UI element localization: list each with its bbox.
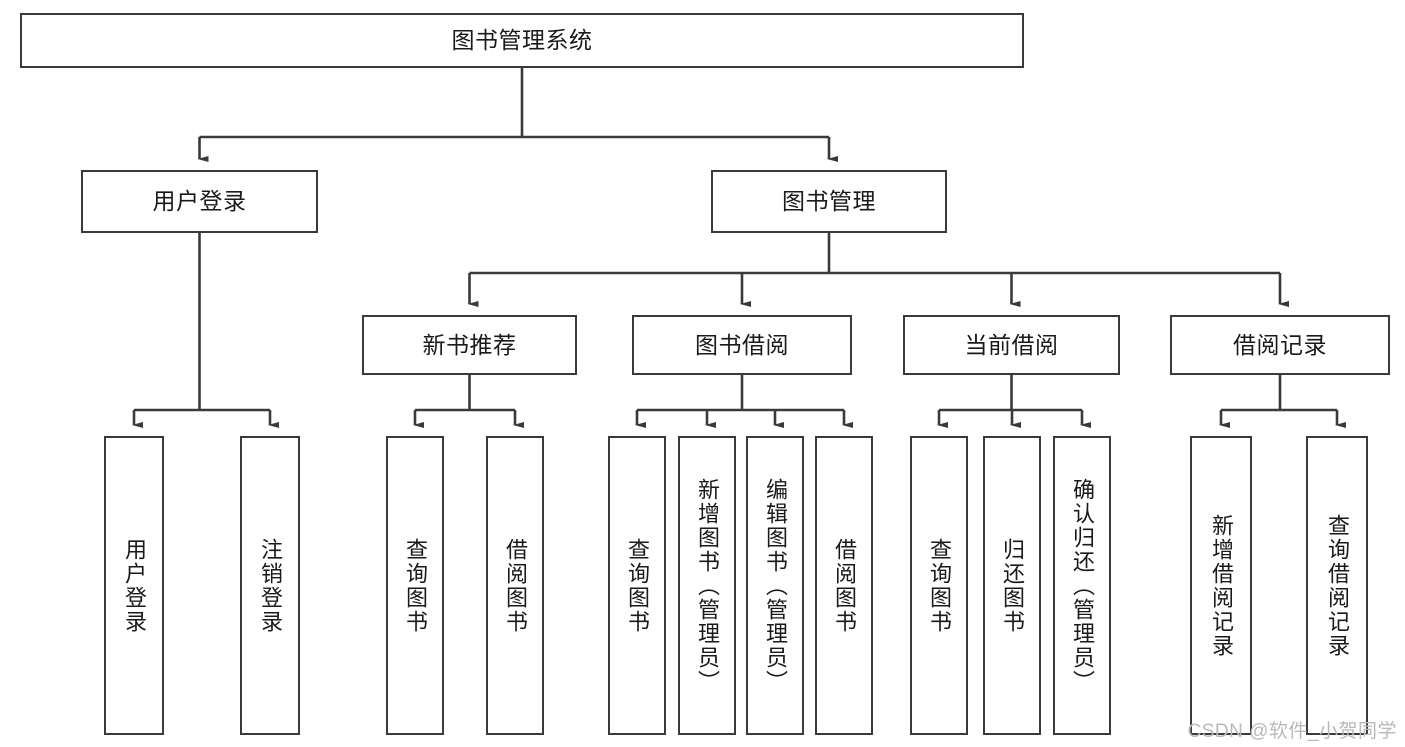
node-label-leaf-add-record: 新增借阅记录 [1208, 513, 1234, 658]
node-root[interactable]: 图书管理系统 [20, 13, 1024, 68]
node-new-book-recommend[interactable]: 新书推荐 [362, 315, 577, 375]
node-leaf-confirm-return[interactable]: 确认归还（管理员） [1053, 436, 1111, 735]
node-label-leaf-query-book-3: 查询图书 [926, 537, 952, 634]
node-current-borrow[interactable]: 当前借阅 [903, 315, 1120, 375]
watermark-text: CSDN @软件_小贺同学 [1187, 721, 1397, 742]
node-label-leaf-return-book: 归还图书 [999, 537, 1025, 634]
node-leaf-query-record[interactable]: 查询借阅记录 [1306, 436, 1368, 735]
node-label-current-borrow: 当前借阅 [964, 331, 1059, 358]
node-label-leaf-user-logout: 注销登录 [257, 537, 283, 634]
node-leaf-add-book[interactable]: 新增图书（管理员） [678, 436, 736, 735]
node-leaf-edit-book[interactable]: 编辑图书（管理员） [746, 436, 804, 735]
node-borrow-record[interactable]: 借阅记录 [1170, 315, 1390, 375]
node-label-book-manage: 图书管理 [782, 188, 876, 215]
node-label-book-borrow: 图书借阅 [695, 331, 789, 358]
node-leaf-borrow-book-2[interactable]: 借阅图书 [815, 436, 873, 735]
node-leaf-borrow-book-1[interactable]: 借阅图书 [486, 436, 544, 735]
node-label-leaf-confirm-return: 确认归还（管理员） [1069, 477, 1095, 694]
node-leaf-query-book-3[interactable]: 查询图书 [910, 436, 968, 735]
connector-group [132, 68, 1346, 428]
node-label-new-book-recommend: 新书推荐 [422, 331, 517, 358]
node-label-leaf-add-book: 新增图书（管理员） [694, 477, 720, 694]
node-label-leaf-edit-book: 编辑图书（管理员） [762, 477, 788, 694]
node-leaf-query-book-2[interactable]: 查询图书 [608, 436, 666, 735]
node-label-borrow-record: 借阅记录 [1233, 331, 1327, 358]
node-label-root: 图书管理系统 [451, 27, 593, 54]
node-label-leaf-borrow-book-2: 借阅图书 [831, 537, 857, 634]
node-label-leaf-query-book-2: 查询图书 [624, 537, 650, 634]
node-label-leaf-query-book-1: 查询图书 [402, 537, 428, 634]
node-leaf-user-logout[interactable]: 注销登录 [240, 436, 300, 735]
node-leaf-return-book[interactable]: 归还图书 [983, 436, 1041, 735]
node-label-leaf-borrow-book-1: 借阅图书 [502, 537, 528, 634]
node-leaf-query-book-1[interactable]: 查询图书 [386, 436, 444, 735]
node-leaf-user-login[interactable]: 用户登录 [104, 436, 164, 735]
node-user-login[interactable]: 用户登录 [81, 170, 318, 233]
node-label-leaf-query-record: 查询借阅记录 [1324, 513, 1350, 658]
node-book-manage[interactable]: 图书管理 [711, 170, 947, 233]
node-book-borrow[interactable]: 图书借阅 [632, 315, 852, 375]
node-label-leaf-user-login: 用户登录 [121, 537, 147, 634]
node-label-user-login: 用户登录 [152, 188, 247, 215]
node-leaf-add-record[interactable]: 新增借阅记录 [1190, 436, 1252, 735]
